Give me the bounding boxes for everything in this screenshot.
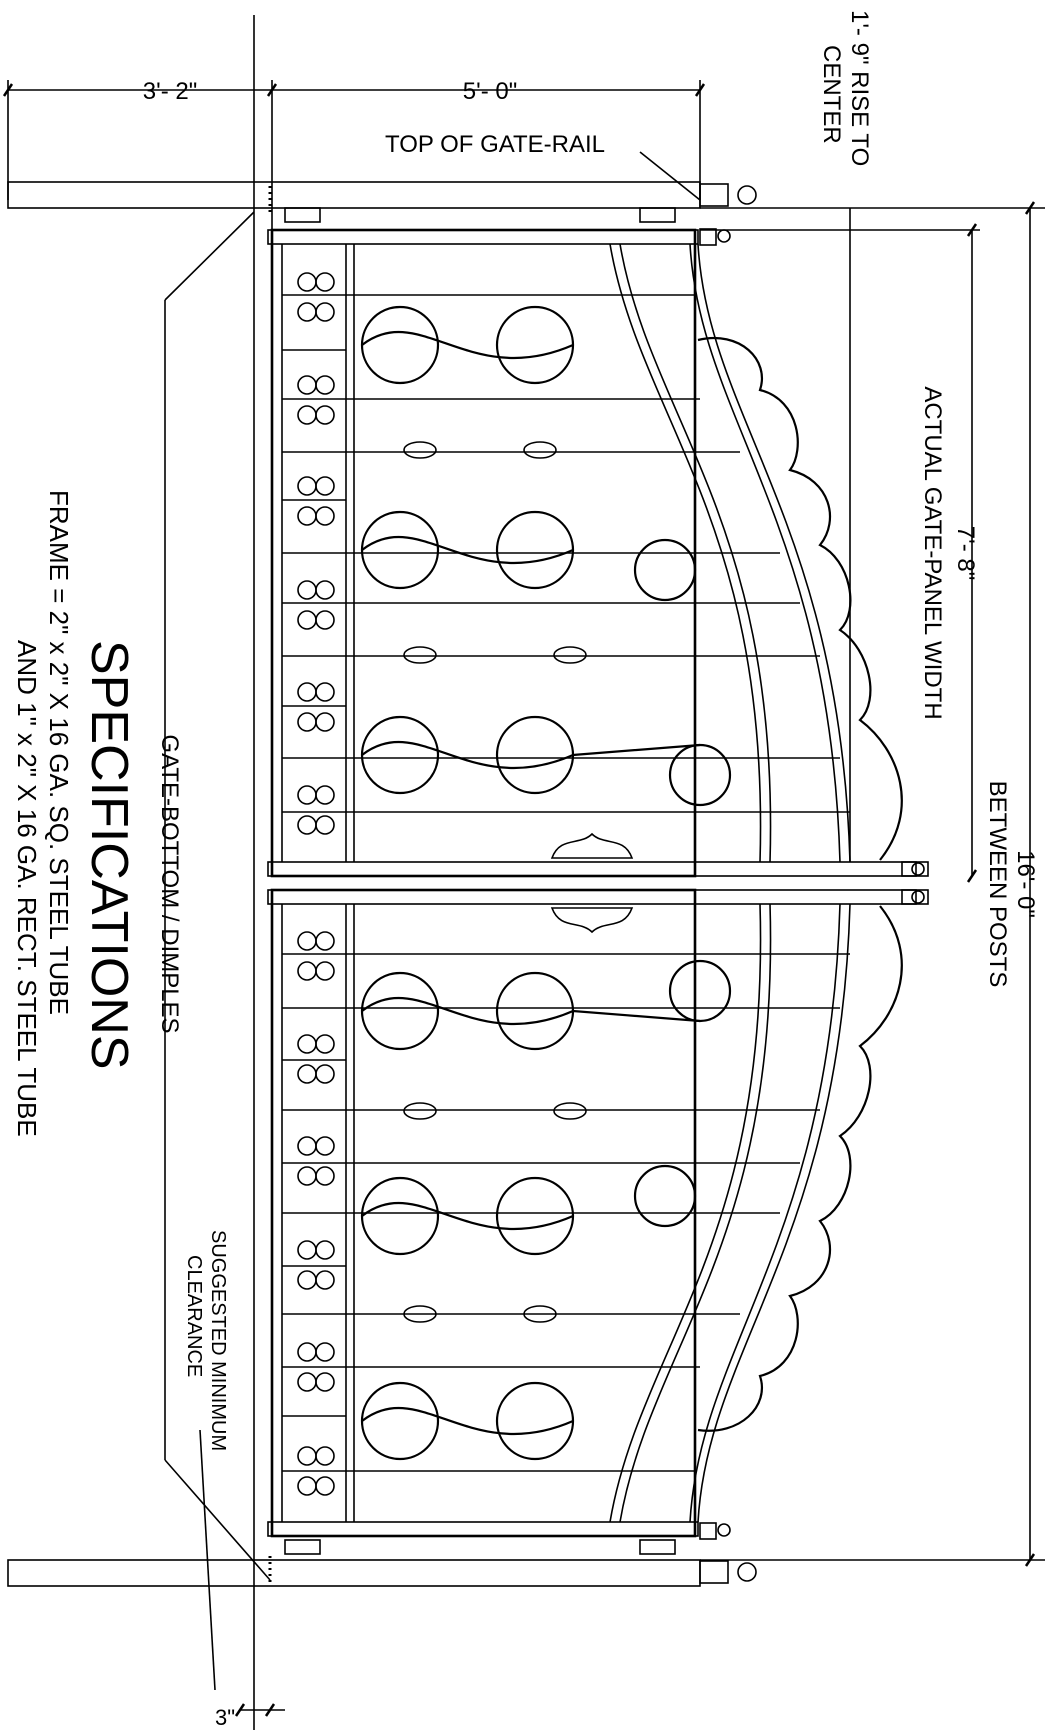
- dim-rise: 1'- 9" RISE TO: [846, 10, 873, 166]
- callout-suggested-2: CLEARANCE: [183, 1255, 205, 1377]
- dim-gate-height: 5'- 0": [463, 78, 517, 105]
- bottom-center-ornament: [550, 907, 634, 934]
- dim-rise-2: CENTER: [818, 45, 845, 144]
- top-center-ornament: [550, 832, 634, 859]
- callout-top-rail: TOP OF GATE-RAIL: [385, 131, 605, 158]
- dim-between-posts-label: BETWEEN POSTS: [984, 781, 1011, 988]
- dim-clearance: 3": [215, 1705, 235, 1730]
- top-post: [7, 181, 701, 209]
- dim-post-offset: 3'- 2": [143, 78, 197, 105]
- spec-frame-1: FRAME = 2" x 2" X 16 GA. SQ. STEEL TUBE: [44, 490, 74, 1015]
- dim-panel-width: 7'- 8": [952, 526, 979, 580]
- spec-frame-2: AND 1" x 2" X 16 GA. RECT. STEEL TUBE: [12, 640, 42, 1137]
- dimension-lines: [2, 80, 1045, 1717]
- specifications-title: SPECIFICATIONS: [80, 640, 138, 1070]
- dim-between-posts: 16'- 0": [1012, 850, 1039, 918]
- bottom-post: [7, 1559, 701, 1587]
- callout-gate-bottom: GATE-BOTTOM / DIMPLES: [156, 734, 183, 1033]
- gate-linework: [2, 15, 1045, 1730]
- callout-suggested: SUGGESTED MINIMUM: [207, 1230, 229, 1451]
- dim-panel-width-label: ACTUAL GATE-PANEL WIDTH: [919, 386, 946, 719]
